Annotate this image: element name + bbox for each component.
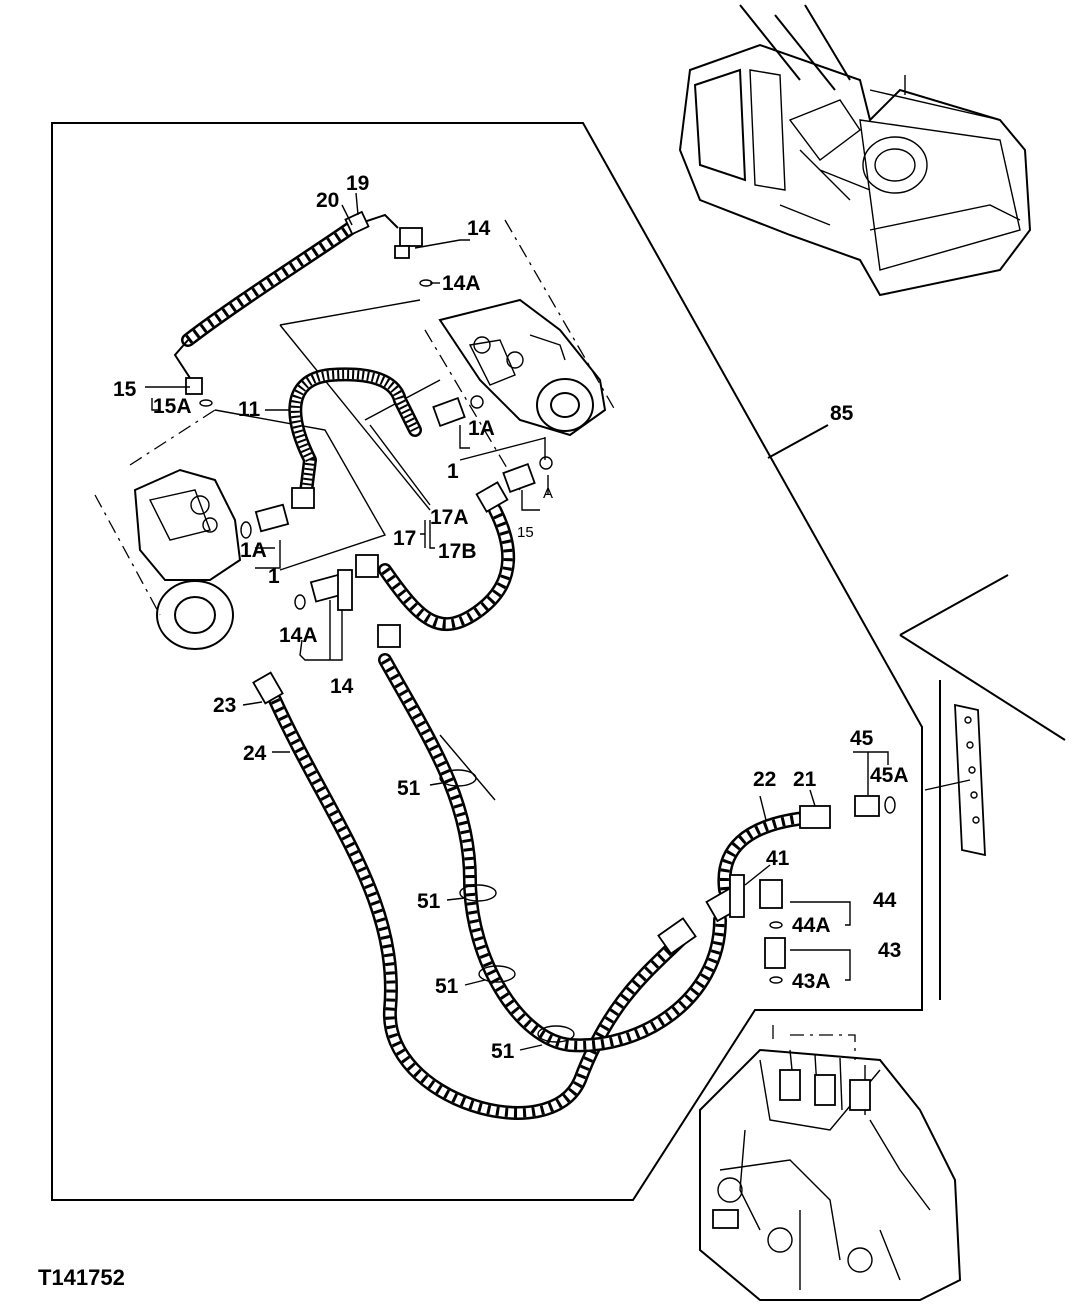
- callout-1a-left: 1A: [240, 539, 267, 562]
- callout-43: 43: [878, 939, 901, 962]
- callout-21: 21: [793, 768, 817, 791]
- callout-19: 19: [346, 172, 369, 195]
- callout-51-d: 51: [491, 1040, 515, 1063]
- callout-14a-bottom: 14A: [279, 624, 318, 647]
- callout-45a: 45A: [870, 764, 909, 787]
- callout-51-b: 51: [417, 890, 441, 913]
- callout-45: 45: [850, 727, 874, 750]
- callout-1a: 1A: [468, 417, 495, 440]
- callout-51-a: 51: [397, 777, 421, 800]
- callout-1: 1: [447, 460, 459, 483]
- callout-14-bottom: 14: [330, 675, 354, 698]
- callout-17: 17: [393, 527, 416, 550]
- callout-15: 15: [113, 378, 137, 401]
- detail-boundary: [51, 122, 923, 1201]
- callout-a: A: [543, 485, 553, 502]
- callout-1-left: 1: [268, 565, 280, 588]
- callout-11: 11: [238, 398, 261, 421]
- callout-85: 85: [830, 402, 854, 425]
- callout-20: 20: [316, 189, 339, 212]
- control-valve-icon: [699, 1025, 962, 1301]
- callout-15-small: 15: [517, 524, 534, 541]
- callout-14: 14: [467, 217, 491, 240]
- callout-23: 23: [213, 694, 236, 717]
- callout-44: 44: [873, 889, 897, 912]
- callout-22: 22: [753, 768, 776, 791]
- callout-15a: 15A: [153, 395, 192, 418]
- callout-43a: 43A: [792, 970, 831, 993]
- pilot-valve-icon: [279, 219, 616, 511]
- callout-24: 24: [243, 742, 267, 765]
- panel-bracket-icon: [899, 574, 1066, 1000]
- pilot-valve-icon: [94, 409, 387, 650]
- excavator-cab-icon: [678, 4, 1032, 297]
- callout-41: 41: [766, 847, 790, 870]
- callout-51-c: 51: [435, 975, 459, 998]
- callout-17a: 17A: [430, 506, 469, 529]
- callout-17b: 17B: [438, 540, 477, 563]
- callout-44a: 44A: [792, 914, 831, 937]
- figure-id: T141752: [38, 1265, 125, 1290]
- callout-14a: 14A: [442, 272, 481, 295]
